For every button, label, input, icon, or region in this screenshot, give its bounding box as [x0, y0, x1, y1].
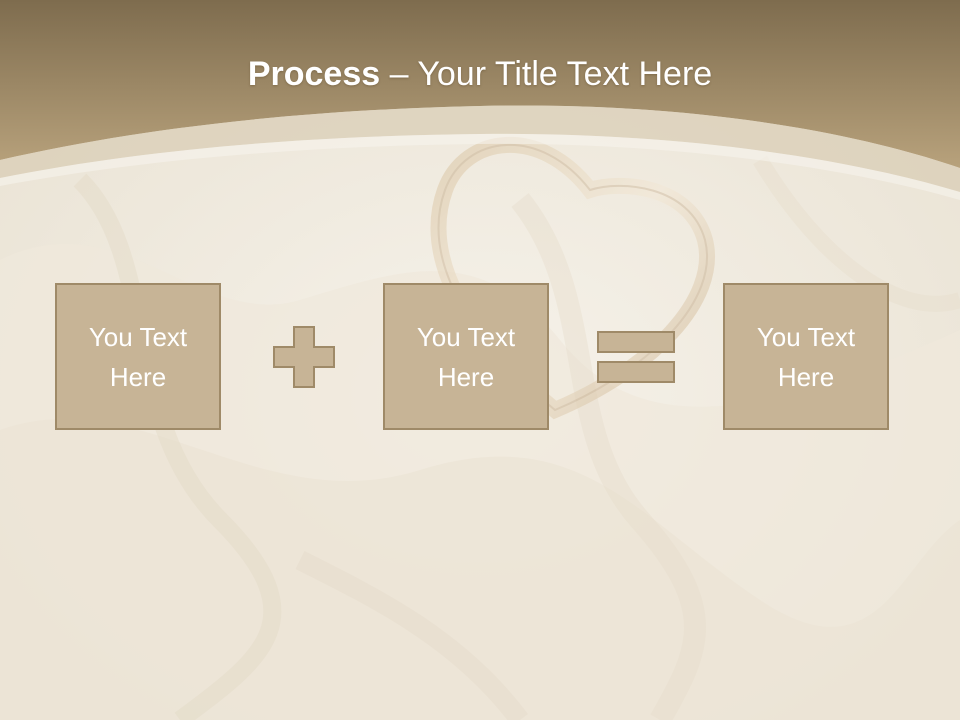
heart-ring-icon [430, 136, 715, 420]
slide-title: Process – Your Title Text Here [0, 50, 960, 98]
title-bold: Process [247, 55, 381, 93]
title-rest: – Your Title Text Here [380, 55, 713, 93]
process-box-3-text: You Text Here [756, 321, 856, 392]
process-box-3[interactable]: You Text Here [723, 283, 889, 430]
process-box-2[interactable]: You Text Here [383, 283, 549, 430]
equals-icon [597, 331, 675, 383]
process-box-2-text: You Text Here [416, 321, 516, 392]
process-box-1-text: You Text Here [88, 321, 188, 392]
plus-icon [273, 326, 335, 388]
process-box-1[interactable]: You Text Here [55, 283, 221, 430]
